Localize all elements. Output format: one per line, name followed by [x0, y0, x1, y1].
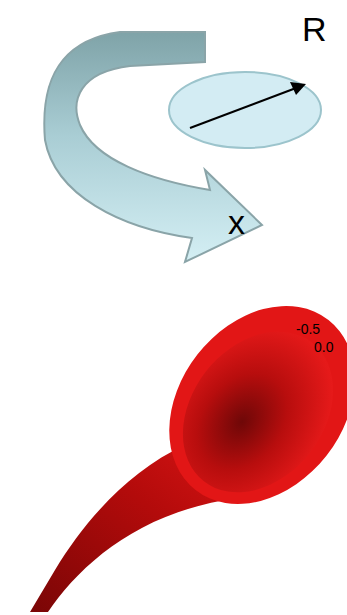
horn-bell — [131, 269, 347, 540]
disc — [169, 72, 321, 148]
arrow-head — [290, 82, 306, 95]
tick-label: -0.5 — [296, 322, 320, 336]
rotation-arrow — [44, 32, 262, 262]
horn-throat — [152, 302, 347, 522]
tick-label: 0.0 — [314, 340, 333, 354]
radius-arrow — [190, 88, 296, 128]
radius-label: R — [302, 12, 327, 46]
axis-label: x — [228, 205, 245, 239]
